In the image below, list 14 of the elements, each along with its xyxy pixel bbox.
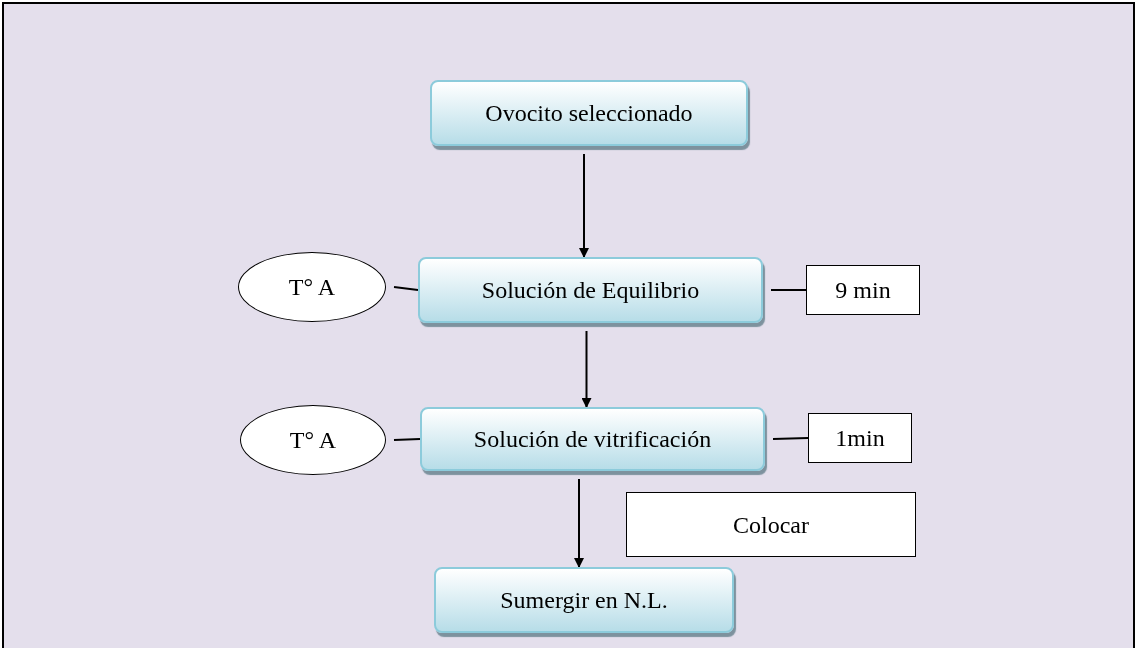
arrow [581,330,592,408]
note-box: 9 min [806,265,920,315]
process-box: Ovocito seleccionado [430,80,748,146]
note-box: Colocar [626,492,916,557]
connector-line [393,438,421,441]
connector-line [770,289,807,291]
process-box: Solución de vitrificación [420,407,765,471]
connector-line [772,437,809,440]
process-box: Sumergir en N.L. [434,567,734,633]
connector-line [393,286,419,291]
process-box: Solución de Equilibrio [418,257,763,323]
note-box: 1min [808,413,912,463]
arrow [579,153,589,258]
arrow [574,478,584,568]
